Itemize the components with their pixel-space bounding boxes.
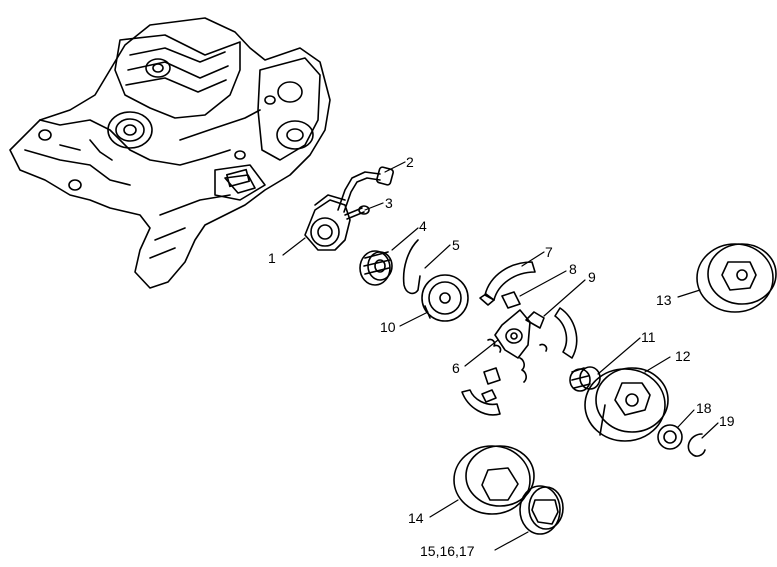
part-washer [657, 424, 683, 450]
leader-5 [424, 244, 451, 269]
part-e-clip [687, 433, 706, 457]
callout-5: 5 [452, 237, 460, 253]
leader-lines [282, 161, 719, 551]
leader-14 [429, 499, 459, 518]
part-washer-plate [421, 274, 469, 322]
callout-10: 10 [380, 319, 396, 335]
clutch-assembly [461, 261, 578, 416]
part-clutch-drum-rim-sprocket [453, 445, 535, 515]
callout-3: 3 [385, 195, 393, 211]
leader-18 [677, 409, 695, 428]
part-spring-clip [402, 239, 421, 295]
leader-13 [677, 289, 701, 298]
leader-4 [391, 227, 419, 251]
part-worm-gear [359, 250, 393, 286]
leader-3 [364, 202, 384, 211]
callout-2: 2 [406, 154, 414, 170]
part-screw [344, 205, 370, 220]
callout-19: 19 [719, 413, 735, 429]
callout-11: 11 [641, 329, 656, 345]
leader-2 [384, 161, 406, 173]
part-rim-sprocket [519, 485, 564, 535]
leader-12 [644, 356, 671, 373]
callout-4: 4 [419, 218, 427, 234]
leader-7 [521, 251, 545, 267]
leader-10 [399, 311, 429, 327]
leader-1 [282, 237, 306, 256]
callout-6: 6 [452, 360, 460, 376]
leader-15-16-17 [494, 531, 529, 551]
callout-12: 12 [675, 348, 691, 364]
callout-7: 7 [545, 244, 553, 260]
leader-11 [597, 337, 641, 375]
callout-15-16-17: 15,16,17 [420, 543, 475, 559]
callout-14: 14 [408, 510, 424, 526]
part-clutch-drum-rim [696, 243, 777, 313]
leader-19 [701, 422, 719, 439]
part-clutch-drum-spur [584, 367, 669, 442]
callout-18: 18 [696, 400, 712, 416]
callout-9: 9 [588, 269, 596, 285]
leader-6 [464, 339, 499, 367]
part-oil-hose [337, 166, 394, 213]
callout-8: 8 [569, 261, 577, 277]
callout-13: 13 [656, 292, 672, 308]
engine-crankcase-assembly [9, 17, 331, 289]
leader-8 [519, 270, 567, 297]
part-oil-pump-housing [304, 194, 351, 251]
leader-9 [543, 279, 586, 317]
part-needle-bearing [569, 366, 601, 392]
callout-1: 1 [268, 250, 276, 266]
